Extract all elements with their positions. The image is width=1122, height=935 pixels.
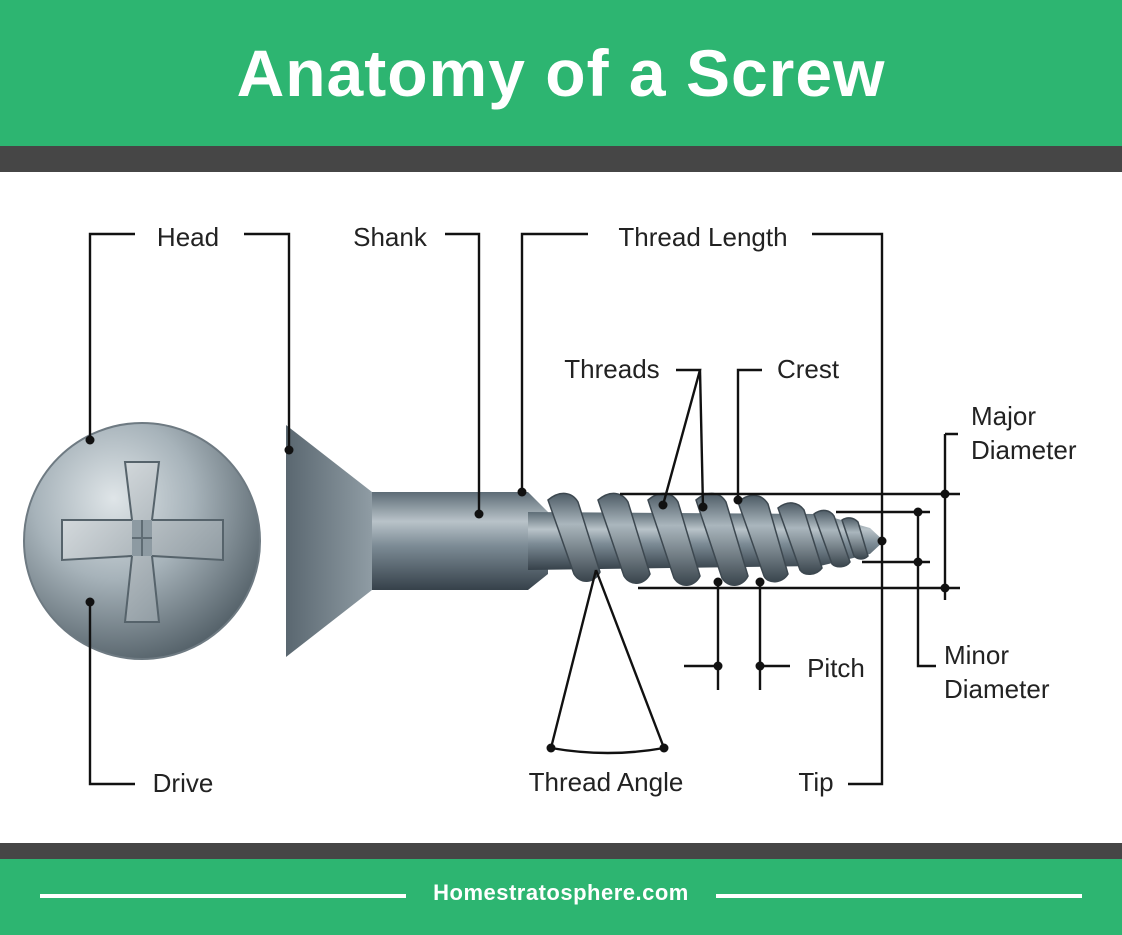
- label-tip: Tip: [798, 767, 833, 797]
- label-minor-diameter-line2: Diameter: [944, 674, 1050, 704]
- label-drive: Drive: [153, 768, 214, 798]
- label-major-diameter-line2: Diameter: [971, 435, 1077, 465]
- label-thread-angle: Thread Angle: [529, 767, 684, 797]
- label-crest: Crest: [777, 354, 840, 384]
- callout-dots: [85, 435, 950, 753]
- screw-head-front-view: [23, 422, 261, 660]
- label-head: Head: [157, 222, 219, 252]
- footer-rule-right: [716, 894, 1082, 898]
- label-threads: Threads: [564, 354, 659, 384]
- title-band: [0, 0, 1122, 146]
- callout-lines: [88, 232, 960, 786]
- header-divider: [0, 146, 1122, 172]
- page-title: Anatomy of a Screw: [236, 36, 886, 110]
- footer-divider: [0, 843, 1122, 859]
- label-pitch: Pitch: [807, 653, 865, 683]
- label-thread-length: Thread Length: [618, 222, 787, 252]
- footer-site-name: Homestratosphere.com: [433, 880, 689, 905]
- screw-side-view: [286, 425, 884, 657]
- label-major-diameter-line1: Major: [971, 401, 1036, 431]
- label-shank: Shank: [353, 222, 428, 252]
- label-minor-diameter-line1: Minor: [944, 640, 1009, 670]
- footer-rule-left: [40, 894, 406, 898]
